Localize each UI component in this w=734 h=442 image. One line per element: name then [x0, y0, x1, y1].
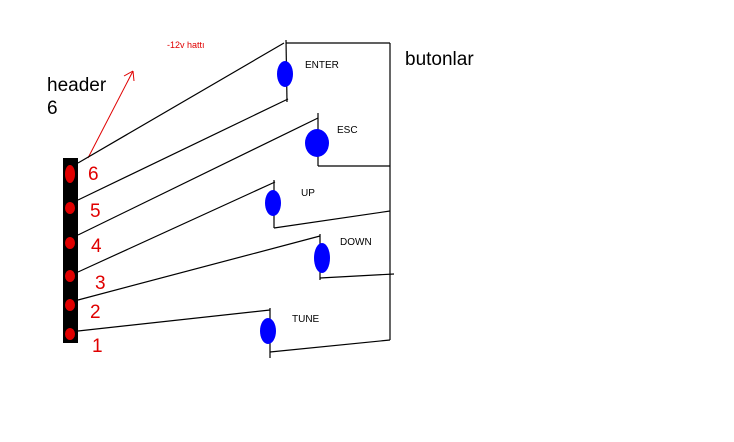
esc-button: [305, 129, 329, 157]
tune-button: [260, 318, 276, 344]
esc-label: ESC: [337, 125, 358, 136]
enter-button: [277, 61, 293, 87]
pin-label-6: 6: [88, 164, 99, 185]
pin-label-1: 1: [92, 336, 103, 357]
pin-label-4: 4: [91, 236, 102, 257]
pin-dot-3: [65, 270, 75, 282]
tune-label: TUNE: [292, 314, 320, 325]
header-title-line2: 6: [47, 98, 58, 119]
up-button: [265, 190, 281, 216]
signal-wires: [77, 42, 321, 332]
voltage-note: -12v hattı: [167, 40, 205, 50]
pin-dot-4: [65, 237, 75, 249]
pin-dot-5: [65, 202, 75, 214]
pin-label-2: 2: [90, 302, 101, 323]
enter-label: ENTER: [305, 60, 339, 71]
header-connector: [63, 158, 78, 343]
buttons-group-label: butonlar: [405, 49, 474, 70]
pin-label-3: 3: [95, 273, 106, 294]
pin-label-5: 5: [90, 201, 101, 222]
down-label: DOWN: [340, 237, 372, 248]
down-button: [314, 243, 330, 273]
voltage-arrow: [87, 70, 135, 159]
return-wiring: [269, 39, 395, 358]
pin-dot-6: [65, 165, 75, 183]
header-title-line1: header: [47, 75, 107, 96]
pin-dot-2: [65, 299, 75, 311]
up-label: UP: [301, 188, 315, 199]
pin-dot-1: [65, 328, 75, 340]
